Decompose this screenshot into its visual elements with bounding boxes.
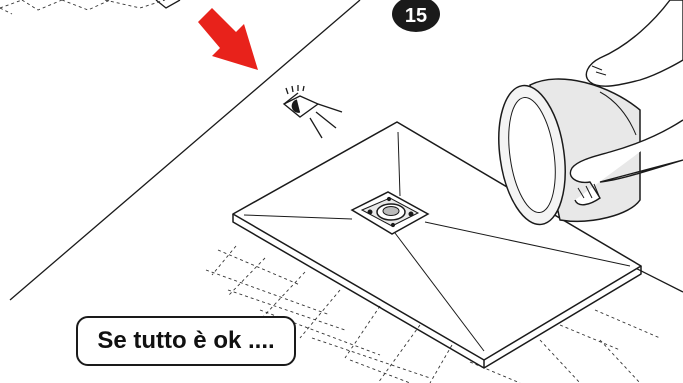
- caption-text: Se tutto è ok ....: [97, 327, 274, 355]
- eye-icon: [284, 85, 342, 138]
- box-corner: [156, 0, 180, 8]
- step-badge: 15: [392, 0, 440, 32]
- red-arrow-icon: [198, 8, 258, 70]
- caption-box: Se tutto è ok ....: [76, 316, 296, 366]
- step-number: 15: [405, 5, 427, 27]
- floor-tiles-top: [0, 0, 165, 14]
